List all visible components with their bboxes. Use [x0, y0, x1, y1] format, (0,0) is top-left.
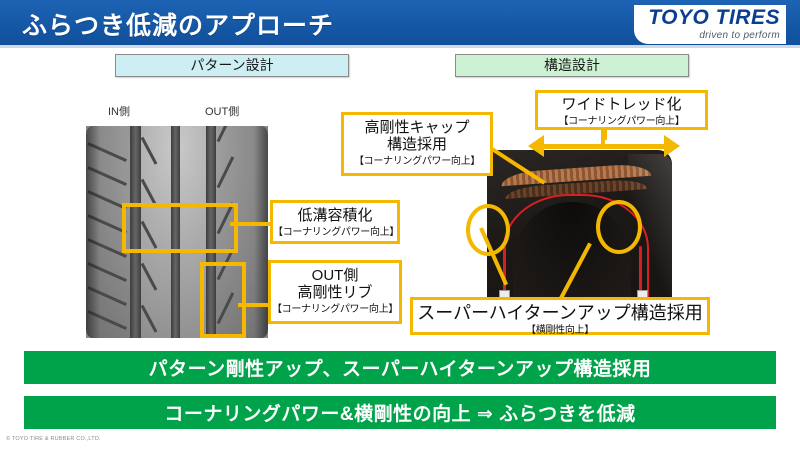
- connector-groove: [230, 222, 272, 226]
- highlight-ellipse-turnup-right: [596, 200, 642, 254]
- callout-high-rigidity-cap: 高剛性キャップ 構造採用 【コーナリングパワー向上】: [341, 112, 493, 176]
- callout-cap-sub: 【コーナリングパワー向上】: [353, 155, 481, 167]
- connector-widetread: [601, 129, 605, 145]
- turnup-left: [503, 246, 506, 292]
- highlight-ellipse-turnup-left: [466, 204, 510, 256]
- summary-banner-primary: パターン剛性アップ、スーパーハイターンアップ構造採用: [24, 351, 776, 384]
- tread-groove-2: [171, 126, 180, 338]
- callout-rib-line2: 高剛性リブ: [297, 283, 373, 301]
- highlight-box-low-groove-volume: [122, 203, 238, 253]
- callout-turnup-sub: 【横剛性向上】: [526, 325, 594, 337]
- arrow-shaft: [538, 144, 670, 149]
- turnup-right: [639, 246, 642, 292]
- label-outer-side: OUT側: [205, 106, 240, 118]
- label-inner-side: IN側: [108, 106, 130, 118]
- callout-rib-sub: 【コーナリングパワー向上】: [271, 303, 399, 315]
- tread-groove-3: [206, 126, 216, 338]
- brand-logo: TOYO TIRES driven to perform: [634, 5, 786, 44]
- callout-super-high-turnup: スーパーハイターンアップ構造採用 【横剛性向上】: [410, 297, 710, 337]
- callout-groove-main: 低溝容積化: [297, 207, 373, 224]
- connector-rib: [238, 303, 270, 307]
- arrow-head-left: [528, 135, 544, 157]
- callout-cap-line1: 高剛性キャップ: [364, 119, 470, 136]
- tread-groove-1: [130, 126, 141, 338]
- section-header-pattern-design: パターン設計: [115, 54, 349, 77]
- callout-groove-sub: 【コーナリングパワー向上】: [273, 226, 400, 238]
- callout-wide-tread-sub: 【コーナリングパワー向上】: [558, 115, 685, 127]
- page-title: ふらつき低減のアプローチ: [22, 12, 335, 40]
- callout-wide-tread-main: ワイドトレッド化: [561, 96, 682, 113]
- logo-tagline: driven to perform: [699, 30, 780, 41]
- callout-low-groove-volume: 低溝容積化 【コーナリングパワー向上】: [270, 200, 400, 244]
- logo-wordmark: TOYO TIRES: [648, 6, 780, 29]
- callout-outer-high-rigidity-rib: OUT側 高剛性リブ 【コーナリングパワー向上】: [268, 260, 402, 324]
- tread-edge-shadow-right: [254, 126, 268, 338]
- arrow-head-right: [664, 135, 680, 157]
- copyright-notice: © TOYO TIRE & RUBBER CO.,LTD.: [6, 436, 101, 442]
- callout-rib-line1: OUT側: [311, 267, 359, 284]
- callout-cap-line2: 構造採用: [386, 135, 447, 153]
- summary-banner-secondary: コーナリングパワー&横剛性の向上 ⇒ ふらつきを低減: [24, 396, 776, 429]
- callout-wide-tread: ワイドトレッド化 【コーナリングパワー向上】: [535, 90, 708, 130]
- highlight-box-outer-rib: [200, 262, 246, 338]
- tread-edge-shadow-left: [86, 126, 100, 338]
- tire-cross-section-photo: [487, 150, 672, 310]
- callout-turnup-main: スーパーハイターンアップ構造採用: [417, 303, 703, 323]
- section-header-structure-design: 構造設計: [455, 54, 689, 77]
